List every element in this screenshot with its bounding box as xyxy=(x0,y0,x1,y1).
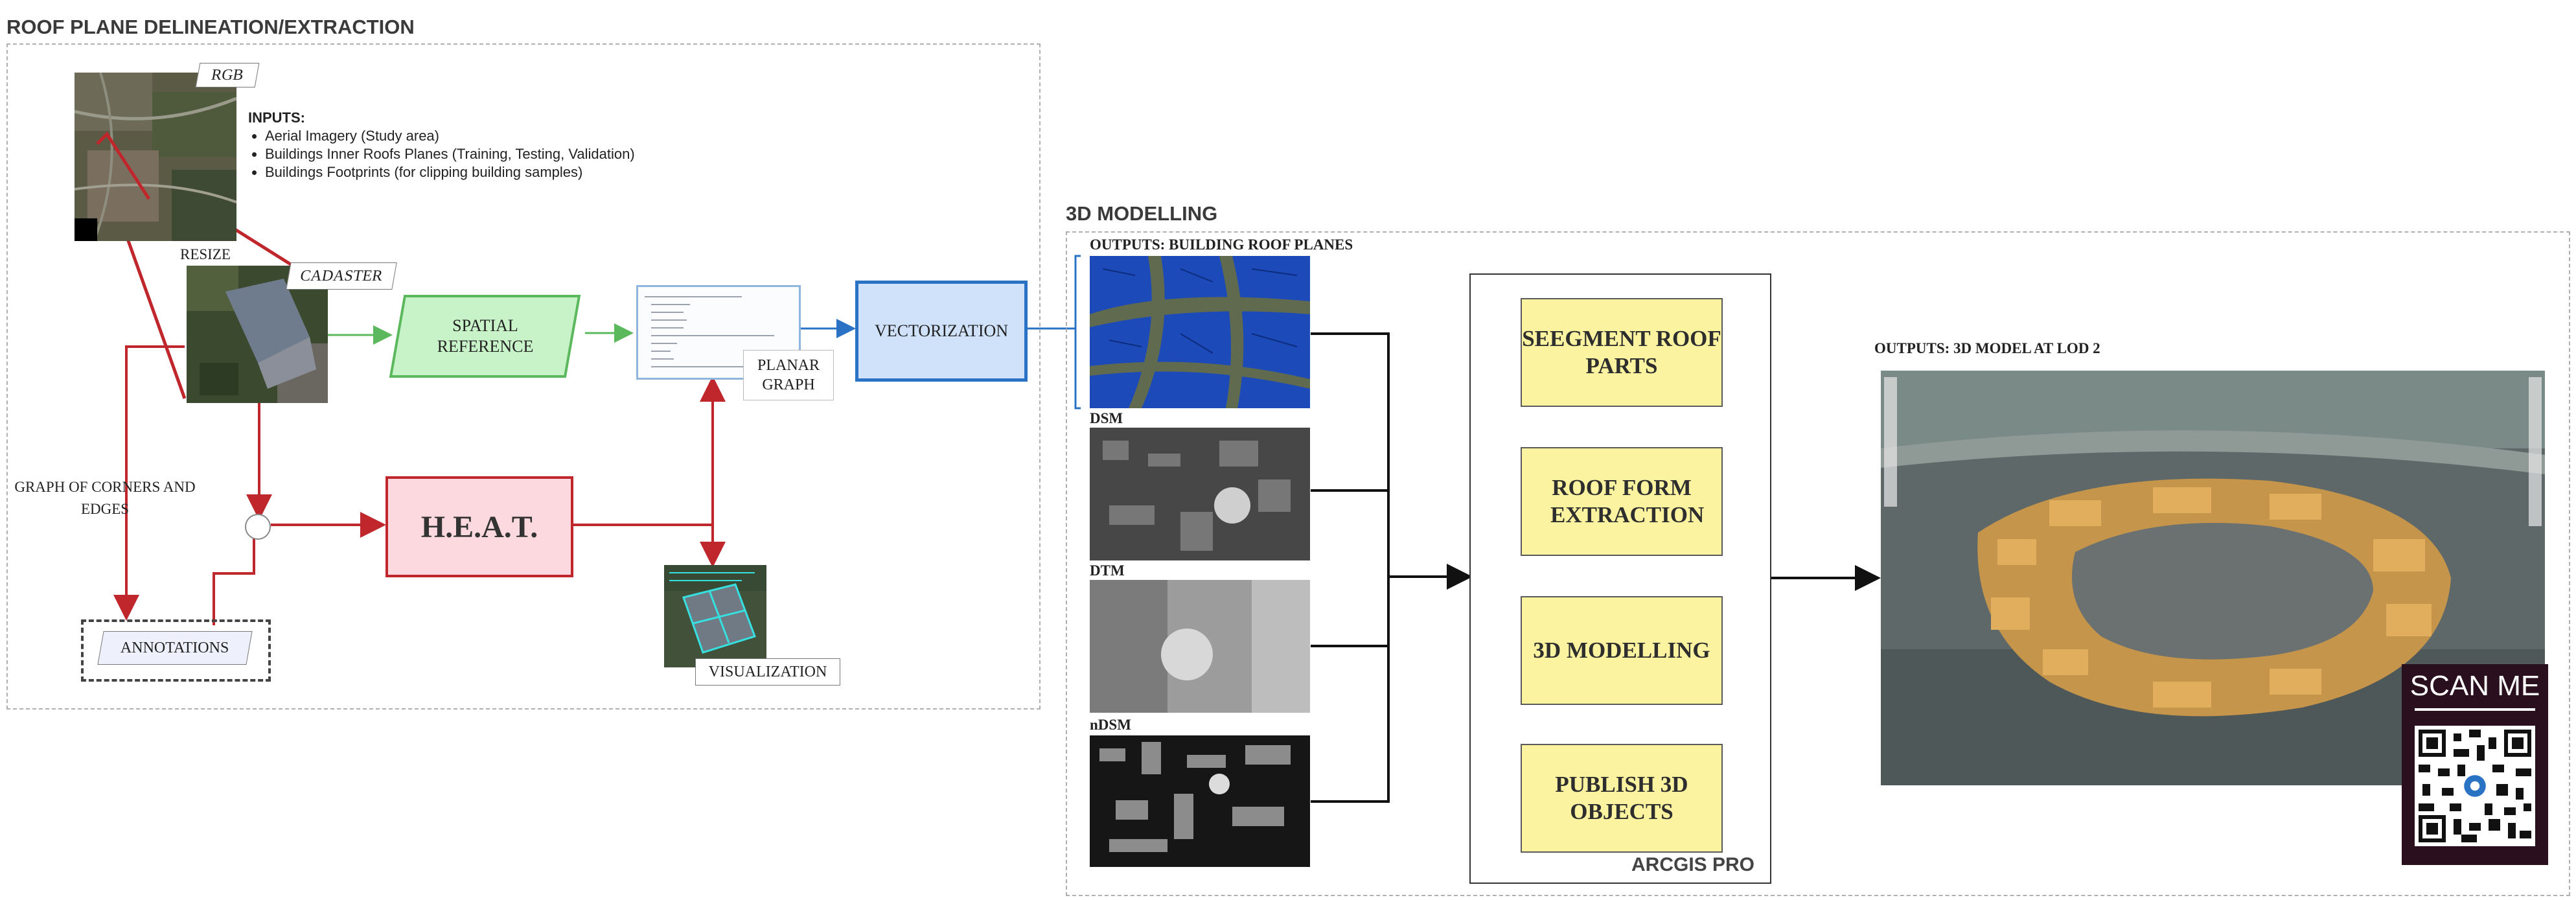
roof-delineation-title: ROOF PLANE DELINEATION/EXTRACTION xyxy=(6,16,415,38)
dsm-label: DSM xyxy=(1090,410,1123,426)
inputs-heading: INPUTS: xyxy=(248,110,305,126)
outputs-roof-label: OUTPUTS: BUILDING ROOF PLANES xyxy=(1090,237,1353,253)
step-3d-modelling: 3D MODELLING xyxy=(1521,596,1723,705)
spatial-reference-box: SPATIAL REFERENCE xyxy=(389,295,581,378)
ndsm-image xyxy=(1090,735,1310,867)
input-item: Buildings Inner Roofs Planes (Training, … xyxy=(265,145,663,163)
roof-planes-image xyxy=(1090,256,1310,408)
resize-label: RESIZE xyxy=(180,246,231,262)
input-item: Aerial Imagery (Study area) xyxy=(265,127,663,145)
inputs-list: INPUTS: Aerial Imagery (Study area) Buil… xyxy=(248,109,663,181)
planar-graph-label: PLANAR GRAPH xyxy=(743,350,834,400)
scan-me-label: SCAN ME xyxy=(2409,670,2540,702)
merge-junction xyxy=(245,514,271,540)
qr-code xyxy=(2415,726,2535,846)
dsm-image xyxy=(1090,428,1310,560)
arcgis-label: ARCGIS PRO xyxy=(1631,854,1755,875)
modelling-frame xyxy=(1066,231,2570,896)
modelling-title: 3D MODELLING xyxy=(1066,202,1218,225)
scan-me-underline xyxy=(2415,708,2535,711)
vectorization-box: VECTORIZATION xyxy=(855,281,1028,382)
roof-delineation-frame xyxy=(6,43,1041,710)
annotations-box: ANNOTATIONS xyxy=(97,631,253,665)
heat-box: H.E.A.T. xyxy=(385,476,573,577)
qr-code-panel[interactable]: SCAN ME xyxy=(2402,664,2548,865)
annotations-frame xyxy=(81,619,271,682)
ndsm-label: nDSM xyxy=(1090,717,1131,733)
outputs-model-label: OUTPUTS: 3D MODEL AT LOD 2 xyxy=(1874,340,2100,356)
step-segment-roof-parts: SEEGMENT ROOF PARTS xyxy=(1521,298,1723,407)
visualization-image xyxy=(664,565,766,667)
rgb-tag: RGB xyxy=(195,63,260,87)
dtm-image xyxy=(1090,580,1310,713)
rgb-aerial-image xyxy=(75,73,236,241)
graph-label: GRAPH OF CORNERS AND EDGES xyxy=(14,479,196,517)
step-roof-form-extraction: ROOF FORM EXTRACTION xyxy=(1521,447,1723,556)
input-item: Buildings Footprints (for clipping build… xyxy=(265,163,663,181)
dtm-label: DTM xyxy=(1090,562,1125,579)
step-publish-3d-objects: PUBLISH 3D OBJECTS xyxy=(1521,744,1723,853)
visualization-label: VISUALIZATION xyxy=(695,658,840,686)
cadaster-tag: CADASTER xyxy=(286,262,397,290)
